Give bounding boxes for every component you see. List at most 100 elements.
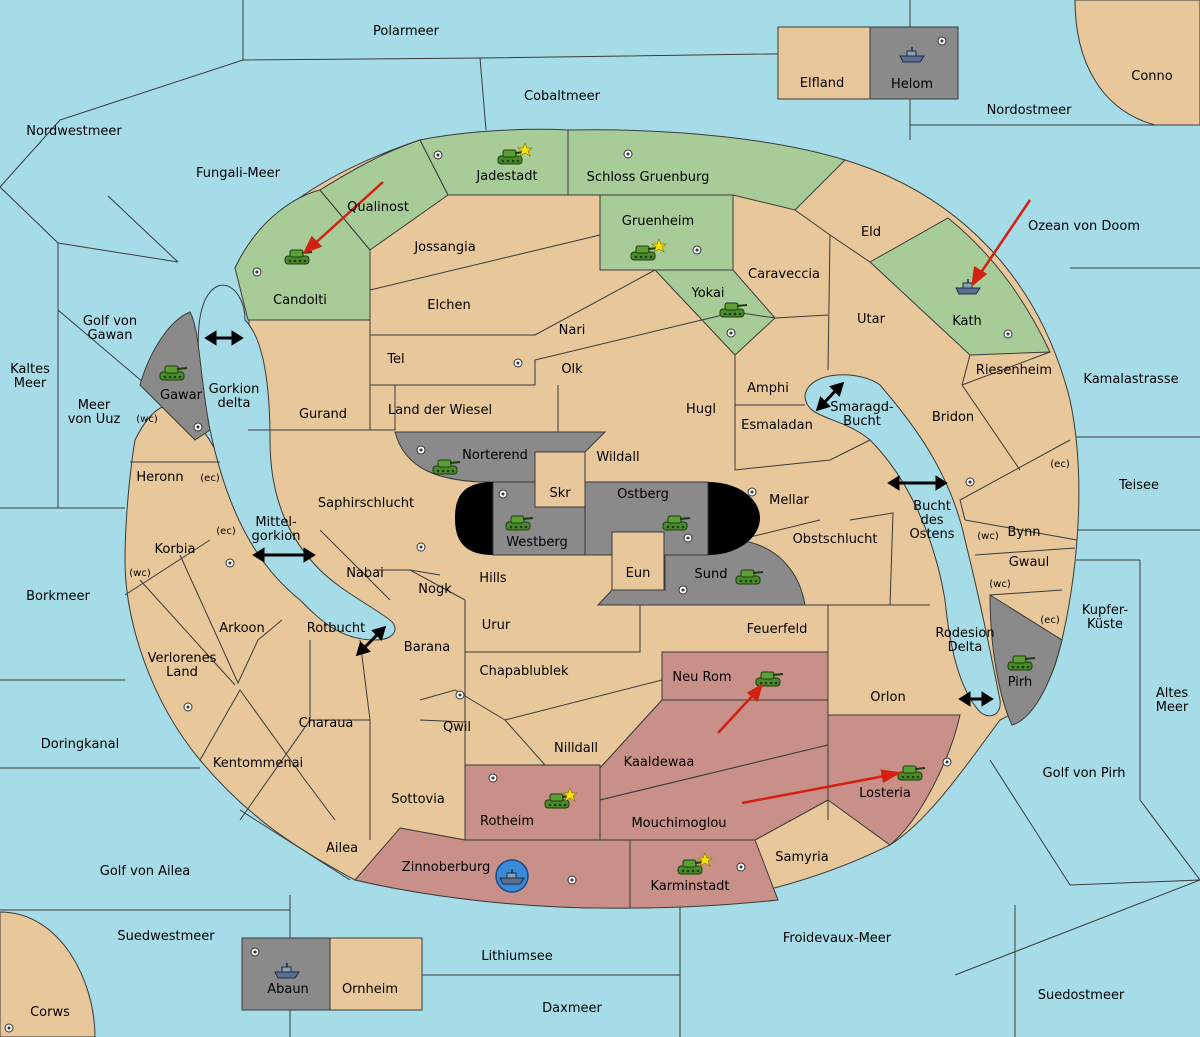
land-helom-label[interactable]: Helom <box>890 77 934 92</box>
region-skr[interactable] <box>534 451 586 508</box>
sea-suedostmeer[interactable]: Suedostmeer <box>1037 988 1125 1003</box>
sea-teisee[interactable]: Teisee <box>1118 478 1160 493</box>
land-land-wiesel-label[interactable]: Land der Wiesel <box>387 403 493 418</box>
land-arkoon-label[interactable]: Arkoon <box>219 621 265 636</box>
sea-nordostmeer[interactable]: Nordostmeer <box>986 103 1072 118</box>
sea-bucht-ostens[interactable]: Bucht des Ostens <box>909 499 955 542</box>
land-kaaldewaa-label[interactable]: Kaaldewaa <box>623 755 695 770</box>
sea-mittelgorkion[interactable]: Mittel- gorkion <box>251 515 301 544</box>
land-barana-label[interactable]: Barana <box>403 640 451 655</box>
land-gurand-label[interactable]: Gurand <box>298 407 348 422</box>
sea-altes[interactable]: Altes Meer <box>1155 686 1189 715</box>
land-ornheim-label[interactable]: Ornheim <box>341 982 399 997</box>
land-jadestadt-label[interactable]: Jadestadt <box>476 169 538 184</box>
region-eun[interactable] <box>611 531 665 591</box>
land-caraveccia-label[interactable]: Caraveccia <box>748 267 820 282</box>
land-verlorenes-label[interactable]: Verlorenes Land <box>147 651 217 680</box>
land-gwaul-label[interactable]: Gwaul <box>1008 555 1050 570</box>
land-nabai-label[interactable]: Nabai <box>346 566 384 581</box>
sea-kamalastrasse[interactable]: Kamalastrasse <box>1083 372 1179 387</box>
sea-golf-ailea[interactable]: Golf von Ailea <box>99 864 191 879</box>
land-bynn-label[interactable]: Bynn <box>1007 525 1041 540</box>
land-hugl-label[interactable]: Hugl <box>686 402 716 417</box>
land-schloss-label[interactable]: Schloss Gruenburg <box>586 170 710 185</box>
land-saphir-label[interactable]: Saphirschlucht <box>317 496 415 511</box>
land-jossangia-label[interactable]: Jossangia <box>414 240 476 255</box>
land-samyria-label[interactable]: Samyria <box>775 850 829 865</box>
land-sund-label[interactable]: Sund <box>694 567 728 582</box>
land-bridon-label[interactable]: Bridon <box>931 410 975 425</box>
land-qwil-label[interactable]: Qwil <box>442 720 472 735</box>
land-conno[interactable] <box>1074 0 1200 126</box>
land-karminstadt-label[interactable]: Karminstadt <box>650 879 730 894</box>
sea-rotbucht[interactable]: Rotbucht <box>306 621 366 636</box>
land-skr-label[interactable]: Skr <box>549 486 571 501</box>
land-rotheim-label[interactable]: Rotheim <box>479 814 535 829</box>
land-corws-label[interactable]: Corws <box>30 1005 70 1020</box>
land-urur-label[interactable]: Urur <box>481 618 511 633</box>
land-abaun-label[interactable]: Abaun <box>267 982 309 997</box>
land-sottovia-label[interactable]: Sottovia <box>391 792 445 807</box>
land-orlon-label[interactable]: Orlon <box>870 690 906 705</box>
land-elfland[interactable] <box>777 26 871 100</box>
sea-golf-pirh[interactable]: Golf von Pirh <box>1042 766 1126 781</box>
land-pirh-label[interactable]: Pirh <box>1007 675 1033 690</box>
sea-rodesion[interactable]: Rodesion Delta <box>935 626 995 655</box>
sea-kupfer[interactable]: Kupfer- Küste <box>1081 603 1129 632</box>
land-olk-label[interactable]: Olk <box>561 362 583 377</box>
region-karminstadt[interactable] <box>629 839 779 909</box>
land-kath-label[interactable]: Kath <box>952 314 982 329</box>
land-tel-label[interactable]: Tel <box>387 352 405 367</box>
land-nari-label[interactable]: Nari <box>558 323 586 338</box>
land-losteria-label[interactable]: Losteria <box>859 786 911 801</box>
land-riesenheim-label[interactable]: Riesenheim <box>975 363 1053 378</box>
sea-doringkanal[interactable]: Doringkanal <box>40 737 120 752</box>
sea-nordwestmeer[interactable]: Nordwestmeer <box>26 124 122 139</box>
land-ornheim[interactable] <box>329 937 423 1011</box>
land-conno-label[interactable]: Conno <box>1131 69 1173 84</box>
land-esmaladan-label[interactable]: Esmaladan <box>741 418 813 433</box>
sea-daxmeer[interactable]: Daxmeer <box>542 1001 602 1016</box>
land-qualinost-label[interactable]: Qualinost <box>347 200 409 215</box>
land-mellar-label[interactable]: Mellar <box>769 493 809 508</box>
land-elchen-label[interactable]: Elchen <box>427 298 471 313</box>
sea-ozean-doom[interactable]: Ozean von Doom <box>1028 219 1140 234</box>
region-gruenheim[interactable] <box>599 194 734 271</box>
sea-fungali[interactable]: Fungali-Meer <box>196 166 280 181</box>
land-hills-label[interactable]: Hills <box>479 571 507 586</box>
land-eun-label[interactable]: Eun <box>625 566 651 581</box>
land-obstschlucht-label[interactable]: Obstschlucht <box>792 532 878 547</box>
region-kath[interactable] <box>869 217 1051 356</box>
land-utar-label[interactable]: Utar <box>857 312 885 327</box>
land-heronn-label[interactable]: Heronn <box>136 470 184 485</box>
land-wildall-label[interactable]: Wildall <box>596 450 640 465</box>
land-mouchimoglou-label[interactable]: Mouchimoglou <box>631 816 727 831</box>
land-gruenheim-label[interactable]: Gruenheim <box>621 214 695 229</box>
sea-kaltes-meer[interactable]: Kaltes Meer <box>10 362 50 391</box>
land-chapablublek-label[interactable]: Chapablublek <box>479 664 569 679</box>
land-candolti-label[interactable]: Candolti <box>273 293 327 308</box>
sea-lithiumsee[interactable]: Lithiumsee <box>481 949 553 964</box>
land-kentommenai-label[interactable]: Kentommenai <box>212 756 304 771</box>
sea-gorkion-delta[interactable]: Gorkion delta <box>208 382 260 411</box>
sea-suedwestmeer[interactable]: Suedwestmeer <box>117 929 215 944</box>
land-ailea-label[interactable]: Ailea <box>325 841 359 856</box>
land-nogk-label[interactable]: Nogk <box>418 582 452 597</box>
sea-golf-gawan[interactable]: Golf von Gawan <box>82 314 138 343</box>
sea-meer-uuz[interactable]: Meer von Uuz <box>67 398 121 427</box>
land-yokai-label[interactable]: Yokai <box>691 286 725 301</box>
land-zinnoberburg-label[interactable]: Zinnoberburg <box>401 860 491 875</box>
sea-froidevaux[interactable]: Froidevaux-Meer <box>782 931 892 946</box>
region-losteria[interactable] <box>827 714 961 846</box>
land-westberg-label[interactable]: Westberg <box>506 535 568 550</box>
land-eld-label[interactable]: Eld <box>860 225 882 240</box>
land-korbia-label[interactable]: Korbia <box>154 542 196 557</box>
land-ostberg-label[interactable]: Ostberg <box>617 487 669 502</box>
sea-smaragd[interactable]: Smaragd- Bucht <box>830 400 894 429</box>
sea-polarmeer[interactable]: Polarmeer <box>372 24 440 39</box>
land-norterend-label[interactable]: Norterend <box>462 448 528 463</box>
sea-borkmeer[interactable]: Borkmeer <box>26 589 90 604</box>
land-gawar-label[interactable]: Gawar <box>160 388 202 403</box>
land-feuerfeld-label[interactable]: Feuerfeld <box>746 622 808 637</box>
sea-cobaltmeer[interactable]: Cobaltmeer <box>524 89 600 104</box>
